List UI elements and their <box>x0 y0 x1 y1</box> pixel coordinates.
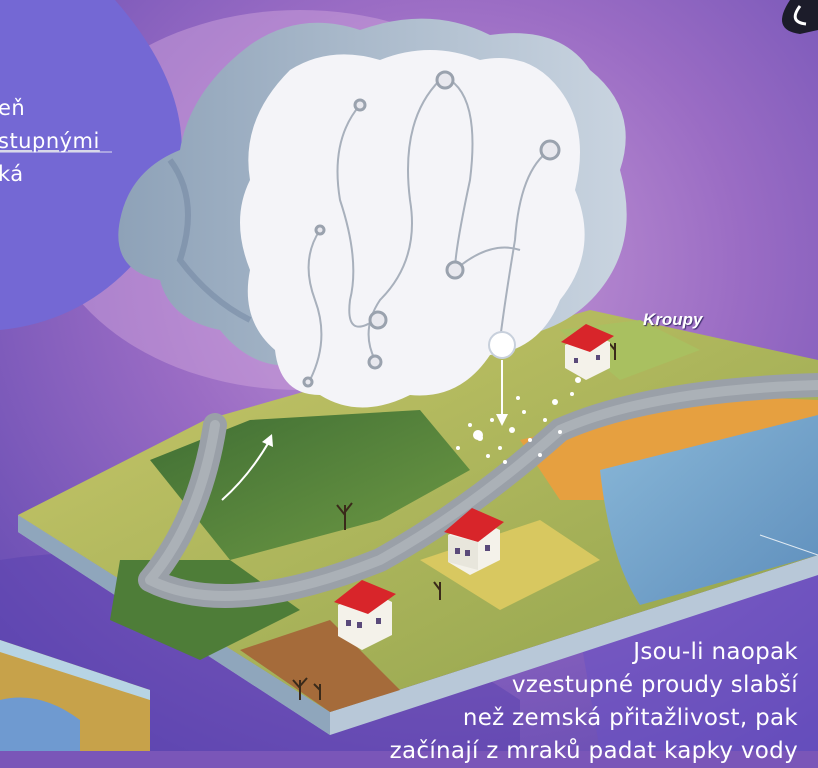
large-hailstone <box>489 332 515 358</box>
right-text-line-2: vzestupné proudy slabší <box>298 669 798 702</box>
left-text-line-3: ká <box>0 158 100 191</box>
label-kroupy: Kroupy <box>643 310 703 330</box>
description-text-left: eň stupnými ká <box>0 92 100 191</box>
left-text-line-2: stupnými <box>0 125 100 158</box>
right-text-line-4: začínají z mraků padat kapky vody <box>298 735 798 768</box>
description-text-right: Jsou-li naopak vzestupné proudy slabší n… <box>298 636 798 768</box>
right-text-line-3: než zemská přitažlivost, pak <box>298 702 798 735</box>
corner-logo-mark <box>782 0 818 34</box>
right-text-line-1: Jsou-li naopak <box>298 636 798 669</box>
left-text-line-1: eň <box>0 92 100 125</box>
